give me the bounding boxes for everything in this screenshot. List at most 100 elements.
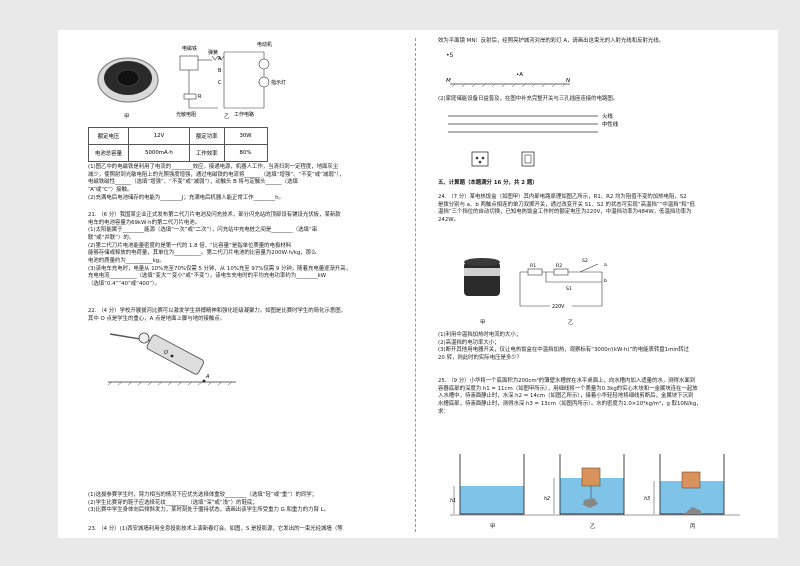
question-line: 电池的质量约为__________kg。 <box>88 258 165 265</box>
working-circuit-label: 工作电路 <box>234 111 254 118</box>
fig24-label-yi: 乙 <box>568 320 574 326</box>
question-line: （选填“0.4”“40”或“400”）。 <box>88 281 161 288</box>
robot-vacuum-image <box>97 57 159 103</box>
question-line: 温挡”三个挡位的自动切换，已知电热饭盒工作时的额定电压为220V，中温挡功率为4… <box>438 209 692 216</box>
question-line: 20 转，则此时的实际电压是多少？ <box>438 355 523 362</box>
mirror-n-label: N <box>566 78 570 84</box>
lamp-a-label: •A <box>516 72 523 78</box>
question-line: 24. （7 分）某电热饭盒（如图甲）其内部电路原理如图乙所示，R1、R2 均为… <box>438 194 687 200</box>
wall-switch <box>521 151 535 167</box>
question-line: 242W。 <box>438 217 460 224</box>
table-cell: 80% <box>223 144 268 162</box>
question-22-text: 22. （4 分）学校开展拔河比赛可以激发学生拼搏精神和强化班级凝聚力。如图是比… <box>88 308 406 323</box>
question-line: (2)学生比赛穿的鞋子应选择花纹________（选填“深”或“浅”）的鞋底； <box>88 499 258 506</box>
question-line: 是拨分别与 a、b 两触点相连的单刀双掷开关，通过改变开关 S1、S2 的状态可… <box>438 201 695 208</box>
question-line: 入水槽中，待液面静止时，水深 h2 = 14cm（如图乙所示），接着小华轻轻地将… <box>438 393 694 400</box>
question-24-subparts: (1)利用中温挡加热时电流的大小； (2)高温挡的电功率大小； (3)断开其他用… <box>438 332 764 363</box>
fig24-label-jia: 甲 <box>480 320 486 326</box>
section-5-heading: 五、计算题（本题满分 16 分，共 2 题） <box>438 180 538 186</box>
question-line: 电车的电池容量为69kW·h的第二代刀片电池。 <box>88 219 201 226</box>
contact-b-label: B <box>218 68 222 74</box>
spring-label: 弹簧 <box>208 49 218 56</box>
point-a-label: A <box>205 374 210 380</box>
three-hole-socket <box>471 151 489 167</box>
neutral-wire-label: 中性线 <box>602 120 619 128</box>
s1-label: S1 <box>566 286 572 292</box>
h2-label: h2 <box>544 496 550 502</box>
column-divider <box>415 38 416 532</box>
control-circuit-diagram <box>179 51 270 109</box>
r2-label: R2 <box>556 263 562 269</box>
question-23-continued: 效为平面镜 MN）反射后，经照亮护城河对岸的彩灯 A，请画出这束光的入射光线和反… <box>438 38 665 44</box>
lunchbox-circuit-diagram <box>519 263 603 307</box>
question-line: 充电电流__________（选填“变大”“变小”或“不变”）。该电车充电时的平… <box>88 273 327 280</box>
question-line: 22. （4 分）学校开展拔河比赛可以激发学生拼搏精神和强化班级凝聚力。如图是比… <box>88 308 347 314</box>
question-line: 电磁铁磁性______（选填“增强”、“不变”或“减弱”），动触头 B 将与定触… <box>88 179 298 186</box>
question-line: 水槽底部，待液面静止时，测得水深 h3 = 13cm（如图丙所示）。水的密度为1… <box>438 401 702 408</box>
h3-label: h3 <box>644 496 650 502</box>
contact-c-label: C <box>218 80 222 86</box>
question-line: “A”或“C”）接触。 <box>88 187 133 194</box>
question-line: 联”或“并联”）的。 <box>88 235 135 242</box>
water-tank-figures: h1 h2 h3 <box>450 454 740 516</box>
table-cell: 30W <box>223 127 268 145</box>
question-line: (1)太阳能属于________能源（选填“一次”或“二次”），闪充站中充电桩之… <box>88 227 318 234</box>
point-o-label: O <box>164 350 168 356</box>
r1-label: R1 <box>530 263 536 269</box>
question-line: (2)第二代刀片电池能量密度约是第一代的 1.8 倍，“比容量”是指单位质量的电… <box>88 242 292 249</box>
question-24-text: 24. （7 分）某电热饭盒（如图甲）其内部电路原理如图乙所示，R1、R2 均为… <box>438 194 764 225</box>
tank-bing <box>653 454 725 515</box>
question-line: 21. （6 分）我国某企业正式发布第二代刀片电池及闪充技术，部分闪充站的顶部设… <box>88 212 341 218</box>
contact-a-label: A <box>218 56 222 62</box>
table-cell: 12V <box>127 127 190 145</box>
socket-wiring-figure: 火线 中性线 <box>448 112 619 167</box>
question-line: 求： <box>438 408 449 415</box>
question-line: 减少，使照射到光敏电阻上的光照强度增强，通过电磁铁的电流将______（选填“增… <box>88 171 345 178</box>
question-21-text: 21. （6 分）我国某企业正式发布第二代刀片电池及闪充技术，部分闪充站的顶部设… <box>88 212 406 289</box>
s2-label: S2 <box>582 258 588 264</box>
question-line: (3)该电车充电时，电量从 10%充至70%仅需 5 分钟，从 10%充至 97… <box>88 265 352 272</box>
table-row: 电池总容量 5000mA·h 工作效率 80% <box>88 144 268 162</box>
table-row: 额定电压 12V 额定功率 30W <box>88 127 268 145</box>
resistor-label: R <box>198 94 202 100</box>
mirror-m-label: M <box>446 78 451 84</box>
question-line: (2)高温挡的电功率大小； <box>438 339 500 346</box>
fig25-label-jia: 甲 <box>490 524 496 530</box>
table-cell: 额定电压 <box>88 127 129 145</box>
question-20-text: (1)图乙中的电磁铁是利用了电流的________效应，接通电源，机器人工作，当… <box>88 164 406 202</box>
question-22-subparts: (1)选拔参赛学生时，臂力相当的情况下应优先选择体重较________（选填“轻… <box>88 492 406 515</box>
spec-table: 额定电压 12V 额定功率 30W 电池总容量 5000mA·h 工作效率 80… <box>88 127 268 162</box>
table-cell: 5000mA·h <box>127 144 190 162</box>
question-line: 25. （9 分）小华将一个底面积为200cm²的薄壁水槽放在水平桌面上，向水槽… <box>438 378 696 384</box>
table-cell: 工作效率 <box>188 144 225 162</box>
fig25-label-yi: 乙 <box>590 524 596 530</box>
tank-yi <box>553 454 625 515</box>
question-line: (1)利用中温挡加热时电流的大小； <box>438 332 522 338</box>
h1-label: h1 <box>450 498 456 504</box>
question-23-start: 23. （4 分）(1)西安城墙利用全息投影技术上演新春灯会。如图，S 是投影源… <box>88 526 343 532</box>
question-line: 其中 O 点是学生的重心，A 点是地面上脚与地的接触点。 <box>88 315 226 322</box>
table-cell: 电池总容量 <box>88 144 129 162</box>
photoresistor-label: 光敏电阻 <box>176 111 196 118</box>
fig-label-jia: 甲 <box>124 114 130 120</box>
lunchbox-circuit-figure: R1 R2 S2 S1 a b 220V <box>464 258 607 310</box>
contact-b-label: b <box>604 278 607 284</box>
question-23-part2: (2)家庭储能设备日益普及，在图中补充完整开关与三孔插座连接的电路图。 <box>438 96 619 102</box>
question-line: (2)充满电后电池储存的电能为________J；充满电后机器人能正常工作___… <box>88 194 284 201</box>
contact-a-label: a <box>604 263 607 268</box>
question-line: 容器底部的深度为 h1 = 11cm（如图甲所示），用细线将一个质量为0.3kg… <box>438 385 698 392</box>
source-s-label: •S <box>446 52 454 59</box>
table-cell: 额定功率 <box>188 127 225 145</box>
fire-wire-label: 火线 <box>602 112 613 120</box>
tank-jia <box>453 454 525 515</box>
question-line: (3)断开其他用电器开关，仅让电热饭盒在中温挡加热，观察标有“3000r/(kW… <box>438 347 690 354</box>
question-25-text: 25. （9 分）小华将一个底面积为200cm²的薄壁水槽放在水平桌面上，向水槽… <box>438 378 764 416</box>
tug-of-war-figure: O A <box>108 332 236 386</box>
electromagnet-label: 电磁铁 <box>182 45 197 52</box>
motor-label: 电动机 <box>257 41 272 48</box>
mirror-figure: M N •A <box>446 72 570 88</box>
fig25-label-bing: 丙 <box>690 524 696 530</box>
indicator-label: 指示灯 <box>271 79 286 86</box>
robot-and-circuit-figure: 电磁铁 弹簧 A B C 电动机 指示灯 R 光敏电阻 工作电路 <box>97 41 286 118</box>
fig-label-yi: 乙 <box>224 114 230 120</box>
